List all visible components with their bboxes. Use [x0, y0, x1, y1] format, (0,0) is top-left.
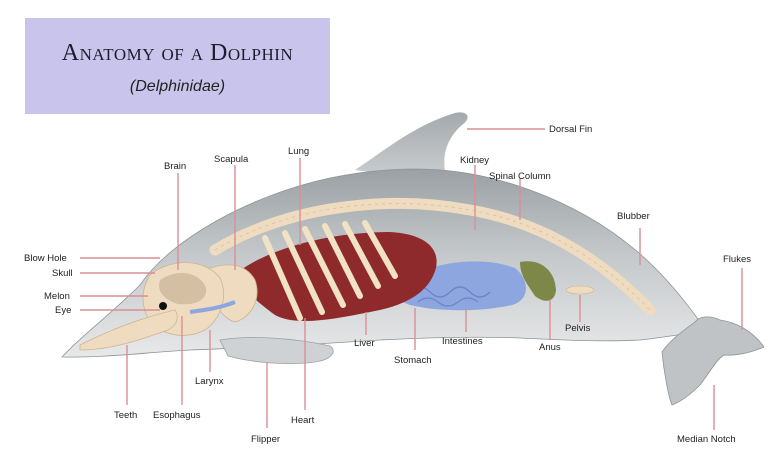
label-median-notch: Median Notch: [677, 434, 736, 445]
label-intestines: Intestines: [442, 336, 483, 347]
label-spinal-column: Spinal Column: [489, 171, 551, 182]
label-dorsal-fin: Dorsal Fin: [549, 124, 592, 135]
label-anus: Anus: [539, 342, 561, 353]
label-larynx: Larynx: [195, 376, 224, 387]
label-brain: Brain: [164, 161, 186, 172]
label-lung: Lung: [288, 146, 309, 157]
eye-shape: [159, 302, 167, 310]
label-kidney: Kidney: [460, 155, 489, 166]
label-blow-hole: Blow Hole: [24, 253, 67, 264]
label-skull: Skull: [52, 268, 73, 279]
label-pelvis: Pelvis: [565, 323, 591, 334]
label-melon: Melon: [44, 291, 70, 302]
label-teeth: Teeth: [114, 410, 137, 421]
label-blubber: Blubber: [617, 211, 650, 222]
label-scapula: Scapula: [214, 154, 249, 165]
label-flipper: Flipper: [251, 434, 280, 445]
label-flukes: Flukes: [723, 254, 751, 265]
label-eye: Eye: [55, 305, 71, 316]
pelvis-shape: [566, 286, 594, 294]
label-stomach: Stomach: [394, 355, 432, 366]
label-esophagus: Esophagus: [153, 410, 201, 421]
label-liver: Liver: [354, 338, 375, 349]
label-heart: Heart: [291, 415, 315, 426]
